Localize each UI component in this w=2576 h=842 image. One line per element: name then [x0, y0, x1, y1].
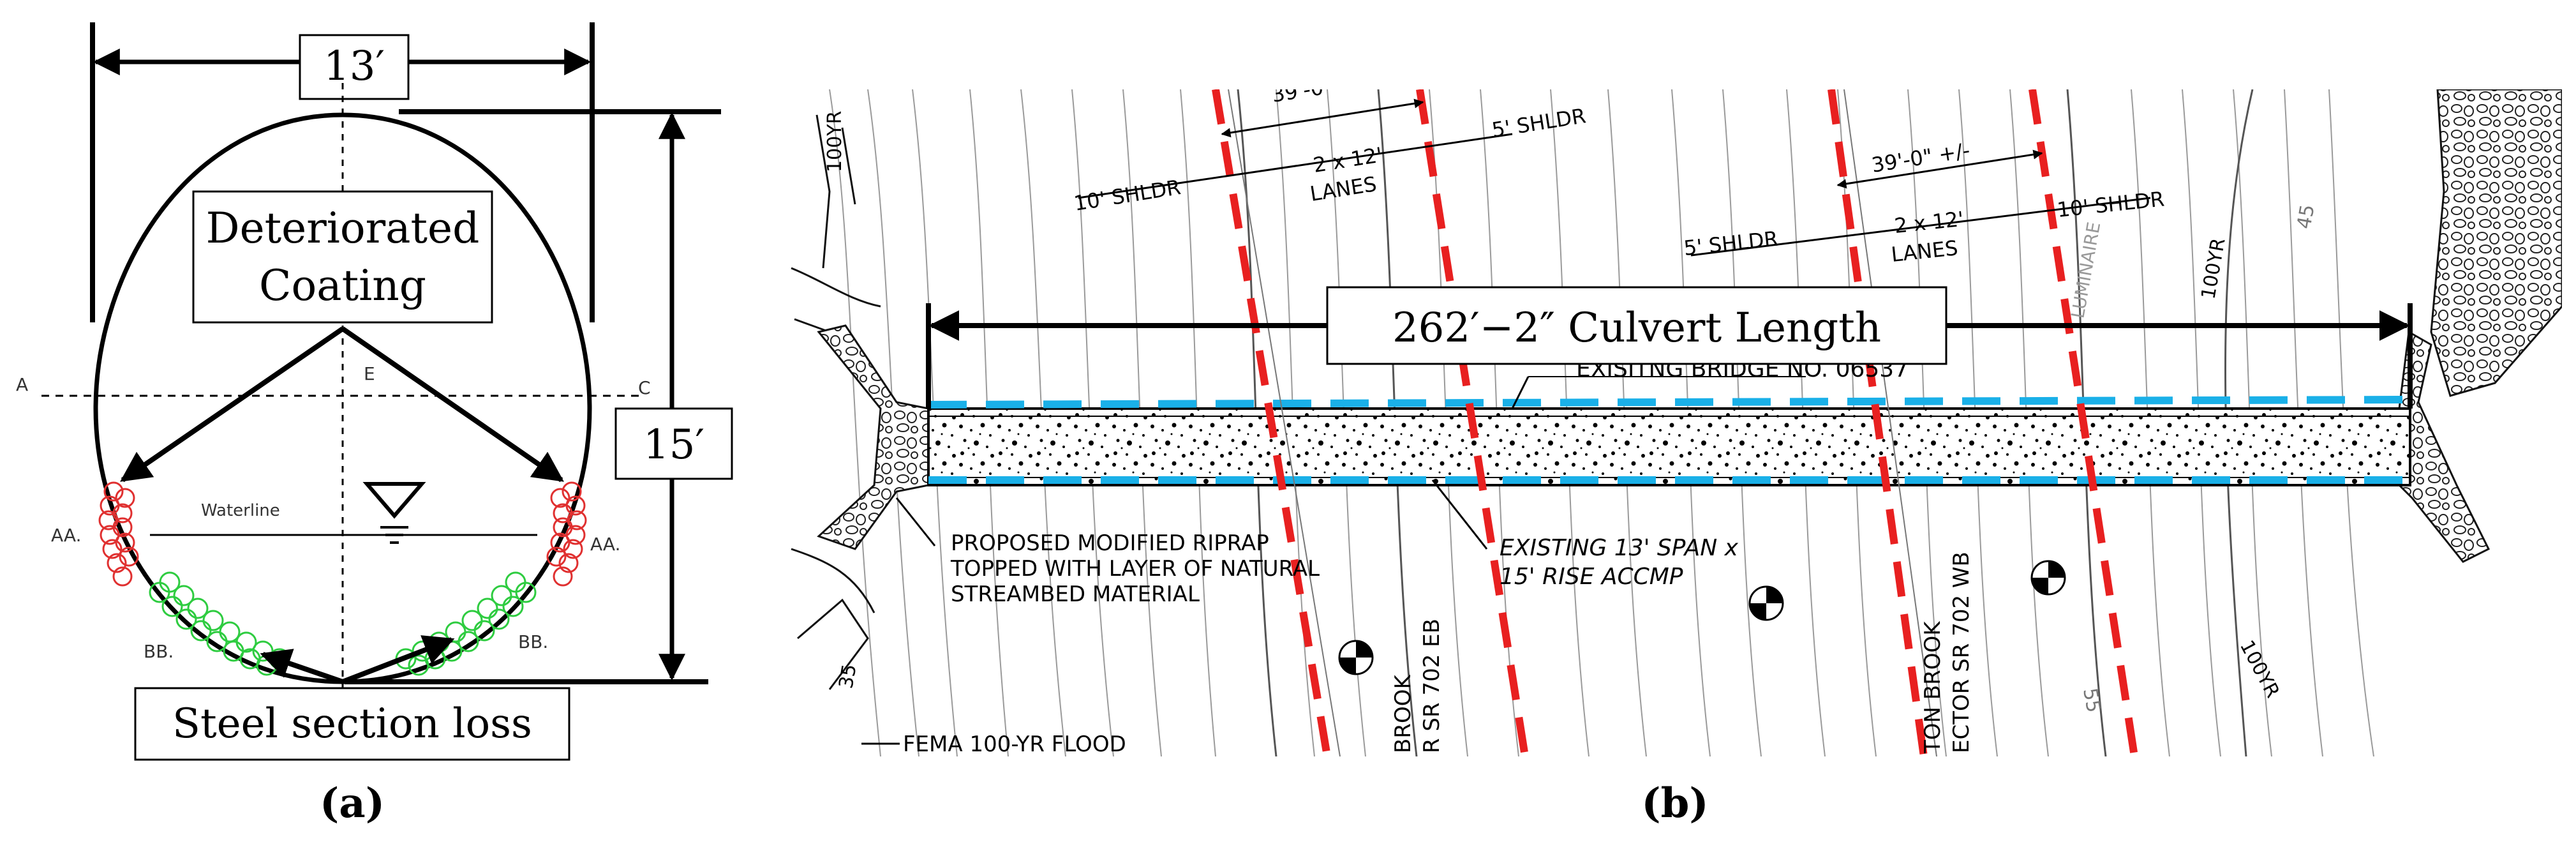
coating-callout-line1: Deteriorated [206, 204, 480, 253]
axis-label-a: A [16, 374, 28, 395]
road-label-eb-2: R SR 702 EB [1419, 619, 1445, 753]
riprap-inlet [817, 324, 930, 550]
coating-zone-right [546, 481, 587, 587]
coating-arrow-left [120, 326, 345, 483]
road-label-wb-1: TON BROOK [1920, 620, 1946, 754]
coating-callout-box [192, 190, 493, 324]
water-level-symbol [362, 482, 426, 519]
zone-aa-right-label: AA. [590, 534, 621, 555]
road-label-wb-2: ECTOR SR 702 WB [1949, 552, 1974, 753]
culvert-length-label: 262′−2″ Culvert Length [1392, 304, 1881, 352]
culvert-leader [1431, 479, 1488, 550]
width-label: 13′ [324, 43, 385, 90]
roadway-lines [1212, 89, 2138, 756]
flood-label-left: 100YR [824, 111, 846, 172]
contour-label-55: 55 [2078, 686, 2104, 714]
existing-culvert-1: EXISTING 13' SPAN x [1500, 535, 1739, 561]
wb-lane-dim-line [1690, 197, 2151, 257]
width-label-box [299, 34, 410, 100]
zone-bb-right-label: BB. [518, 631, 548, 652]
riprap-note-3: STREAMBED MATERIAL [951, 582, 1200, 607]
coating-callout-line2: Coating [259, 261, 426, 310]
axis-label-c: C [638, 377, 651, 398]
section-loss-zone-right [395, 571, 537, 676]
caption-b: (b) [1641, 779, 1708, 827]
road-label-eb-1: BROOK [1390, 674, 1416, 753]
waterline-label: Waterline [201, 501, 280, 520]
height-label: 15′ [643, 421, 704, 469]
panel-b: 100YR 35 39 [788, 89, 2562, 827]
survey-marker-2 [1748, 585, 1784, 621]
section-loss-callout-box [134, 687, 570, 761]
existing-culvert-2: 15' RISE ACCMP [1500, 564, 1683, 590]
bridge-leader [1511, 376, 1530, 409]
riprap-leader [895, 497, 936, 546]
contour-label-45: 45 [2293, 203, 2319, 231]
axis-label-e: E [364, 363, 375, 384]
zone-bb-left-label: BB. [144, 641, 174, 662]
culvert-limit-top [928, 396, 2411, 409]
riprap-note-1: PROPOSED MODIFIED RIPRAP [951, 530, 1269, 556]
contour-lines [829, 89, 2374, 756]
wb-dimension-line [1836, 149, 2043, 189]
section-loss-arrow-left [260, 649, 344, 684]
culvert-barrel [927, 407, 2411, 486]
section-loss-callout: Steel section loss [172, 700, 532, 748]
eb-dimension-line [1221, 98, 1424, 138]
survey-marker-1 [1338, 640, 1374, 675]
left-bank-lines [791, 114, 881, 690]
contour-label-35: 35 [835, 663, 861, 691]
boulder-field [2430, 89, 2562, 397]
zone-aa-left-label: AA. [51, 525, 82, 546]
caption-a: (a) [320, 779, 385, 827]
panel-a: 13′ 15′ A E C Waterline [16, 22, 733, 827]
roadway-edge-lines [1228, 89, 1937, 756]
eb-lane-dim-line [1078, 133, 1513, 199]
section-loss-arrow-right [341, 635, 455, 684]
fema-label: FEMA 100-YR FLOOD [903, 732, 1126, 757]
survey-marker-3 [2030, 560, 2066, 596]
coating-arrow-right [341, 326, 564, 483]
height-label-box [614, 407, 733, 480]
length-label-box [1326, 286, 1947, 365]
coating-zone-left [98, 481, 139, 587]
riprap-note-2: TOPPED WITH LAYER OF NATURAL [950, 556, 1320, 582]
